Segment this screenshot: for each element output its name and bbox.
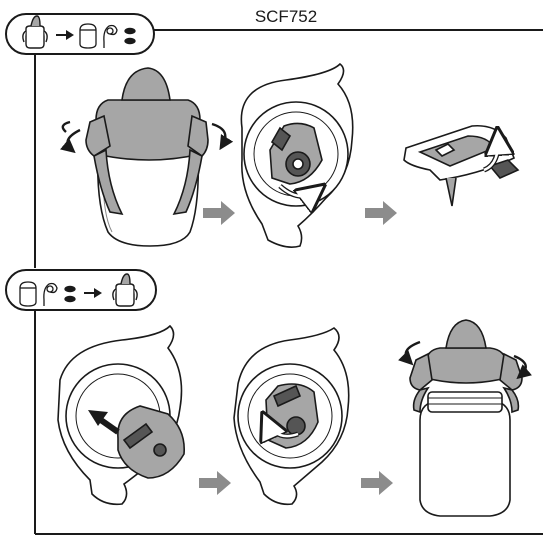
step-lift-off-valve bbox=[404, 126, 518, 206]
disassembly-badge bbox=[6, 14, 154, 54]
step-twist-off-spout bbox=[63, 68, 226, 246]
sippy-cup-illustration bbox=[86, 68, 208, 246]
step-insert-valve bbox=[58, 326, 184, 504]
bottle-illustration bbox=[420, 392, 510, 516]
assembly-badge bbox=[6, 270, 156, 310]
next-step-arrow-icon bbox=[361, 471, 393, 495]
step-unlock-valve bbox=[241, 64, 352, 247]
model-code: SCF752 bbox=[255, 7, 317, 26]
next-step-arrow-icon bbox=[203, 201, 235, 225]
next-step-arrow-icon bbox=[365, 201, 397, 225]
step-twist-on-spout bbox=[406, 320, 526, 516]
next-step-arrow-icon bbox=[199, 471, 231, 495]
step-lock-valve bbox=[234, 328, 349, 504]
